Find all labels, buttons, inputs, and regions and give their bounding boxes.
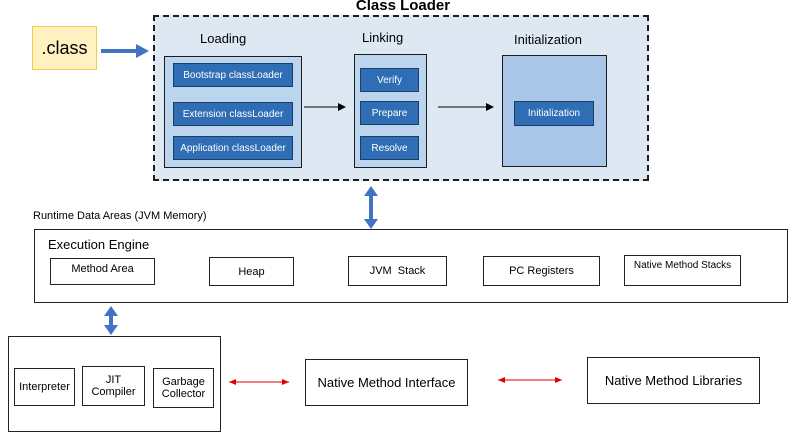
jit-label-line2: Compiler (91, 386, 136, 398)
class-file-label: .class (41, 37, 88, 58)
initialization-step: Initialization (514, 101, 594, 126)
pc-registers-box: PC Registers (483, 256, 600, 286)
garbage-collector-box: Garbage Collector (153, 368, 214, 408)
class-file-box: .class (32, 26, 97, 70)
loader-runtime-double-arrow (364, 186, 378, 229)
execution-engine-title: Execution Engine (48, 237, 150, 252)
initialization-title: Initialization (514, 32, 582, 47)
jit-label-line1: JIT (105, 374, 122, 386)
class-loader-title: Class Loader (355, 0, 451, 14)
loading-title: Loading (200, 31, 247, 46)
gc-label-line2: Collector (161, 388, 206, 400)
gc-label-line1: Garbage (162, 376, 205, 388)
linking-title: Linking (362, 30, 404, 45)
jvm-stack-box: JVM Stack (348, 256, 447, 286)
application-classloader: Application classLoader (173, 136, 293, 160)
native-method-stacks-box: Native Method Stacks (624, 255, 741, 286)
runtime-data-areas-label: Runtime Data Areas (JVM Memory) (33, 210, 207, 222)
interpreter-box: Interpreter (14, 368, 75, 406)
heap-box: Heap (209, 257, 294, 286)
extension-classloader: Extension classLoader (173, 102, 293, 126)
method-area-box: Method Area (50, 258, 155, 285)
runtime-engine-double-arrow (104, 306, 118, 335)
prepare-step: Prepare (360, 101, 419, 125)
bootstrap-classloader: Bootstrap classLoader (173, 63, 293, 87)
resolve-step: Resolve (360, 136, 419, 160)
jit-compiler-box: JIT Compiler (82, 366, 145, 406)
native-method-libraries-box: Native Method Libraries (587, 357, 760, 404)
verify-step: Verify (360, 68, 419, 92)
native-method-interface-box: Native Method Interface (305, 359, 468, 406)
class-to-loader-arrow (101, 44, 149, 58)
